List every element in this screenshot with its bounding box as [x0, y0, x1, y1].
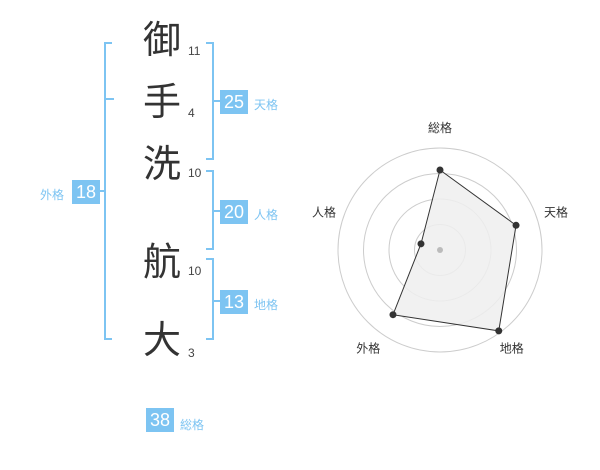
name-char-2: 手 [142, 80, 181, 124]
chi-kaku-label: 地格 [254, 298, 279, 312]
sou-kaku-value: 38 [146, 408, 174, 432]
ten-kaku-label: 天格 [254, 98, 279, 112]
radar-area [392, 169, 517, 332]
jin-kaku-label: 人格 [254, 208, 279, 222]
radar-axis-label: 地格 [500, 341, 524, 356]
stroke-count-4: 10 [188, 264, 202, 278]
gai-kaku-value: 18 [72, 180, 100, 204]
stroke-count-2: 4 [188, 106, 195, 120]
radar-point [417, 240, 425, 248]
name-char-3: 洗 [142, 142, 181, 186]
radar-point [495, 327, 503, 335]
stroke-count-3: 10 [188, 166, 202, 180]
jin-kaku-value: 20 [220, 200, 248, 224]
chi-kaku-value: 13 [220, 290, 248, 314]
radar-axis-label: 天格 [544, 204, 568, 219]
gai-kaku-label: 外格 [40, 188, 65, 202]
radar-point [436, 166, 444, 174]
radar-axis-label: 総格 [428, 120, 452, 135]
name-char-1: 御 [142, 18, 181, 62]
radar-axis-label: 人格 [312, 204, 336, 219]
jin-bracket [206, 170, 214, 250]
radar-point [389, 311, 397, 319]
radar-point [512, 221, 520, 229]
chi-bracket [206, 258, 214, 340]
radar-axis-label: 外格 [356, 341, 380, 356]
radar-center [437, 247, 443, 253]
ten-bracket [206, 42, 214, 160]
stroke-count-1: 11 [188, 44, 201, 58]
name-char-4: 航 [142, 240, 181, 284]
stroke-count-5: 3 [188, 346, 195, 360]
name-char-5: 大 [142, 318, 181, 362]
radar-ring [337, 147, 543, 353]
ten-kaku-value: 25 [220, 90, 248, 114]
sou-kaku-label: 総格 [180, 418, 205, 432]
